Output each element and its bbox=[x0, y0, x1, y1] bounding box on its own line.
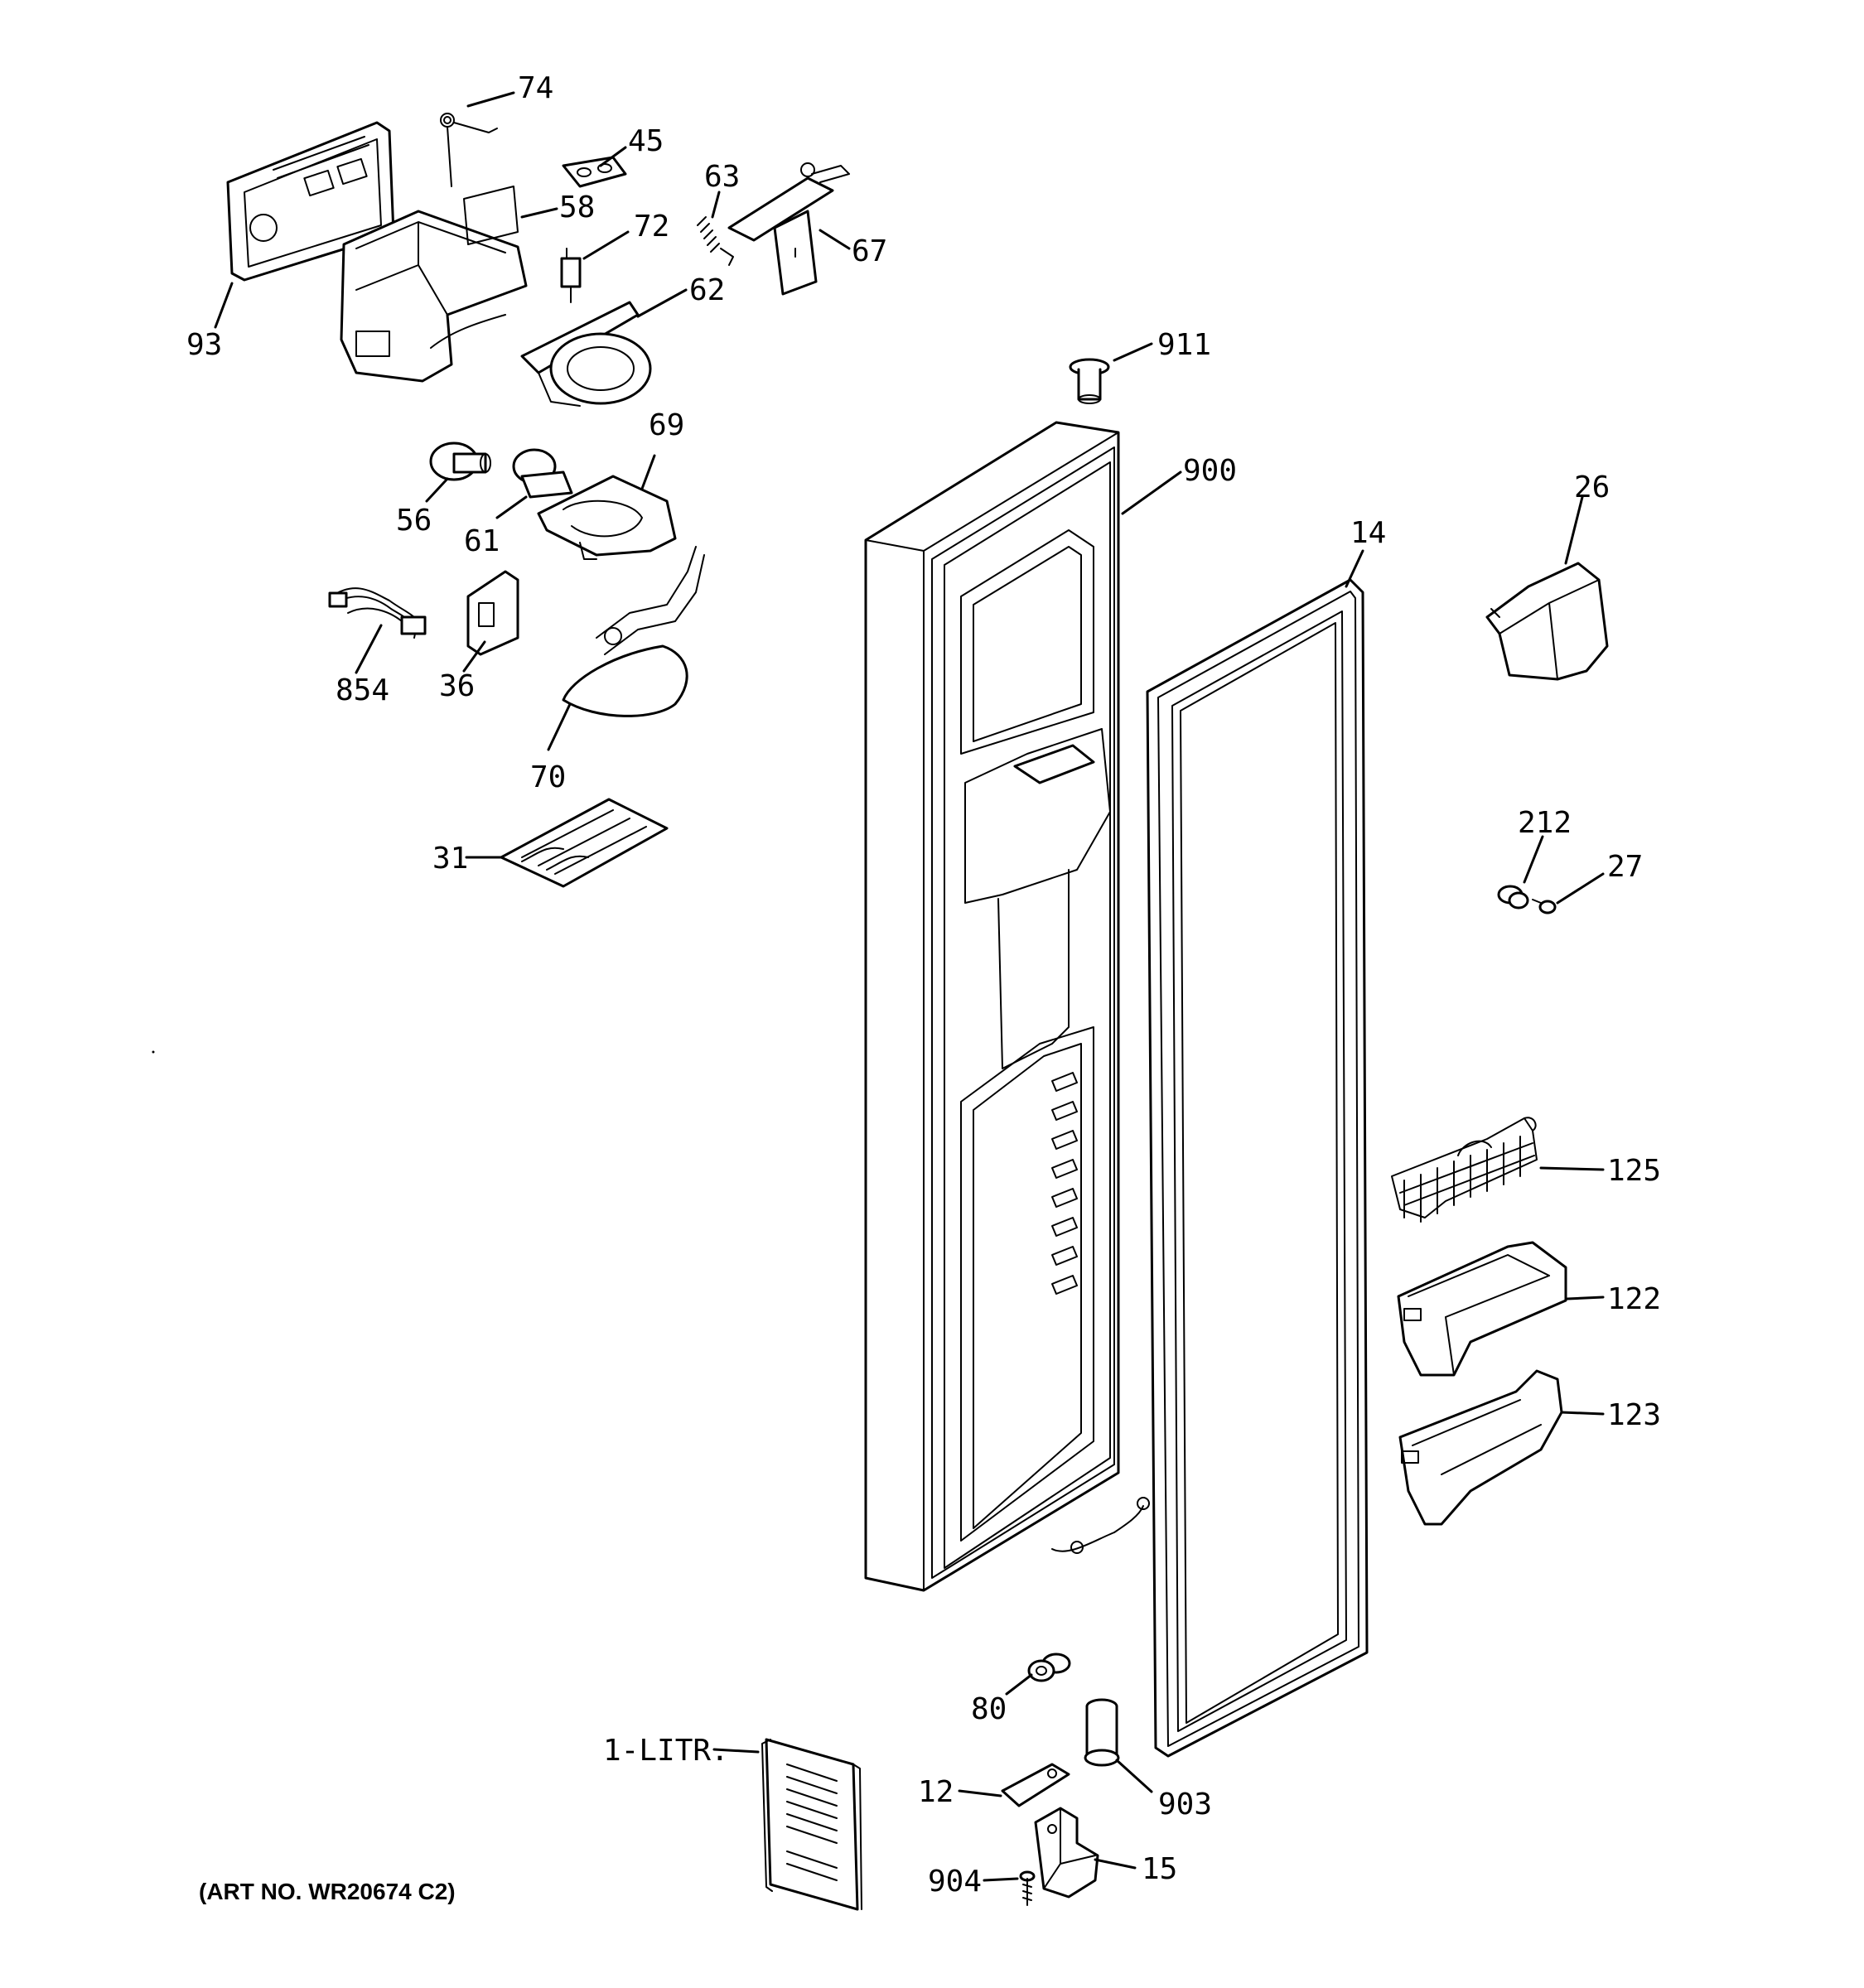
callout-74: 74 bbox=[518, 71, 553, 105]
callout-58: 58 bbox=[559, 191, 595, 224]
part-62-chute bbox=[520, 301, 652, 407]
callout-26: 26 bbox=[1574, 470, 1610, 504]
part-74-spring bbox=[440, 113, 498, 187]
part-27-screw bbox=[1532, 899, 1557, 914]
part-854-wire-harness bbox=[328, 587, 427, 639]
part-70-chute-door bbox=[562, 546, 705, 717]
callout-122: 122 bbox=[1607, 1282, 1661, 1316]
callout-80: 80 bbox=[971, 1692, 1007, 1726]
part-903-sleeve bbox=[1084, 1698, 1120, 1767]
part-36-hinge bbox=[466, 570, 519, 656]
part-61-knob bbox=[512, 448, 573, 499]
art-number-label: (ART NO. WR20674 C2) bbox=[199, 1879, 456, 1904]
callout-69: 69 bbox=[649, 408, 684, 442]
part-56-plug bbox=[429, 442, 491, 481]
part-80-plug bbox=[1027, 1653, 1071, 1682]
callout-61: 61 bbox=[464, 524, 500, 558]
part-1-litr-booklet bbox=[761, 1738, 862, 1911]
part-63-spring bbox=[697, 216, 734, 266]
callout-36: 36 bbox=[439, 669, 475, 703]
part-12-hinge-plate bbox=[1001, 1763, 1070, 1807]
callout-63: 63 bbox=[704, 160, 740, 194]
part-67-solenoid bbox=[727, 162, 850, 296]
callout-31: 31 bbox=[432, 842, 468, 876]
callout-903: 903 bbox=[1158, 1788, 1212, 1822]
part-31-grille bbox=[500, 798, 669, 888]
callout-45: 45 bbox=[628, 124, 664, 158]
callout-904: 904 bbox=[928, 1865, 982, 1899]
stray-mark bbox=[152, 1050, 155, 1054]
callout-854: 854 bbox=[336, 673, 389, 707]
part-14-gasket bbox=[1146, 578, 1369, 1758]
part-900-door bbox=[864, 421, 1150, 1592]
callout-62: 62 bbox=[689, 273, 725, 307]
callout-72: 72 bbox=[634, 210, 669, 244]
callout-212: 212 bbox=[1518, 806, 1572, 840]
callout-27: 27 bbox=[1607, 850, 1643, 884]
part-45-bracket bbox=[562, 156, 627, 188]
callout-911: 911 bbox=[1157, 328, 1211, 362]
callout-12: 12 bbox=[918, 1775, 954, 1809]
part-125-wire-basket bbox=[1391, 1117, 1538, 1223]
part-911-bushing bbox=[1069, 358, 1110, 404]
callout-70: 70 bbox=[530, 760, 566, 794]
part-72-switch bbox=[560, 248, 582, 303]
callout-labels: 74 45 63 58 72 67 62 93 911 69 900 26 56… bbox=[186, 71, 1661, 1904]
part-15-hinge-cover bbox=[1034, 1807, 1099, 1899]
callout-1-litr: 1-LITR. bbox=[603, 1734, 729, 1768]
callout-67: 67 bbox=[852, 234, 887, 268]
part-123-bin bbox=[1398, 1369, 1563, 1526]
callout-93: 93 bbox=[186, 328, 222, 362]
part-58-dispenser-housing bbox=[340, 186, 528, 383]
callout-125: 125 bbox=[1607, 1154, 1661, 1188]
callout-123: 123 bbox=[1607, 1398, 1661, 1432]
callout-900: 900 bbox=[1183, 454, 1237, 488]
part-69-funnel-bracket bbox=[537, 475, 677, 560]
callout-15: 15 bbox=[1142, 1852, 1177, 1886]
leader-lines bbox=[214, 91, 1605, 1882]
part-26-cover bbox=[1485, 562, 1609, 681]
callout-56: 56 bbox=[396, 504, 432, 538]
part-122-bin bbox=[1397, 1241, 1567, 1377]
part-904-screw bbox=[1019, 1870, 1036, 1906]
part-212-cap bbox=[1497, 885, 1529, 910]
callout-14: 14 bbox=[1350, 516, 1386, 550]
